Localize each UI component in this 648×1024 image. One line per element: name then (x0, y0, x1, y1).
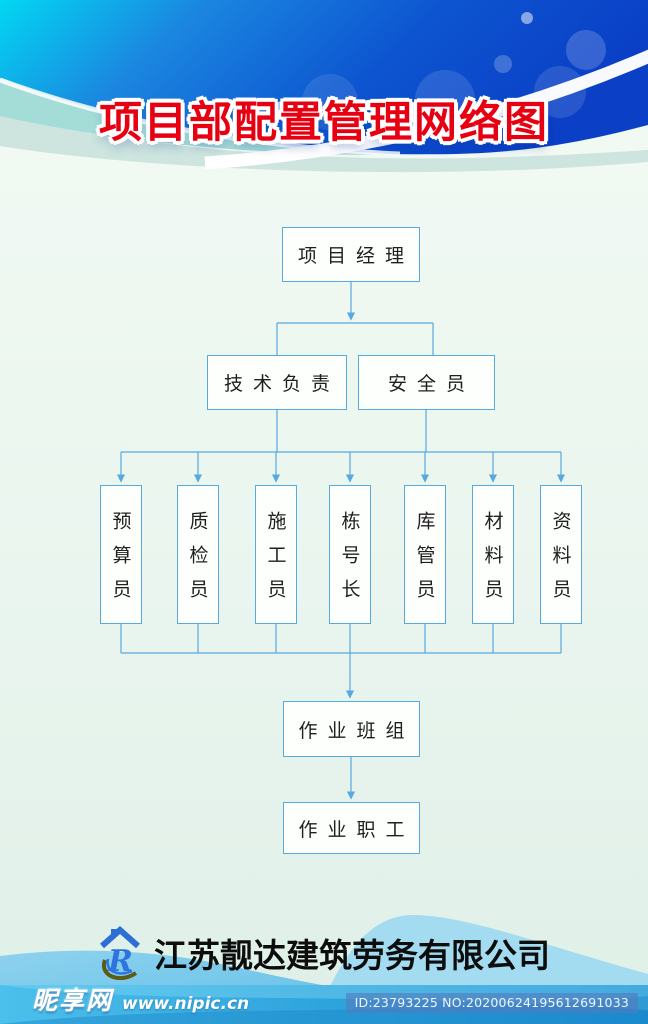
watermark-site-logo: 昵享网 (32, 986, 114, 1015)
watermark-bar: 昵享网 www.nipic.cn ID:23793225 NO:20200624… (0, 985, 648, 1024)
company-logo-house-icon: R (100, 926, 140, 980)
org-node-building-head: 栋号长 (329, 485, 371, 624)
company-name: 江苏靓达建筑劳务有限公司 (154, 936, 550, 975)
org-node-construction-officer: 施工员 (255, 485, 297, 624)
org-node-project-manager: 项目经理 (282, 227, 420, 282)
org-node-technical-lead: 技术负责 (207, 355, 347, 410)
org-node-material-officer: 材料员 (472, 485, 514, 624)
org-node-warehouse-keeper: 库管员 (404, 485, 446, 624)
org-node-quality-inspector: 质检员 (177, 485, 219, 624)
page-title: 项目部配置管理网络图 (99, 98, 549, 148)
org-node-budget-officer: 预算员 (100, 485, 142, 624)
org-node-safety-officer: 安全员 (358, 355, 495, 410)
org-node-document-officer: 资料员 (540, 485, 582, 624)
org-node-work-team: 作业班组 (283, 701, 420, 757)
watermark-site-block: 昵享网 www.nipic.cn (32, 981, 249, 1017)
watermark-site-url: www.nipic.cn (122, 994, 250, 1014)
org-node-work-staff: 作业职工 (283, 802, 420, 854)
image-id-badge: ID:23793225 NO:20200624195612691033 (345, 993, 638, 1013)
company-row: R 江苏靓达建筑劳务有限公司 (0, 922, 648, 984)
